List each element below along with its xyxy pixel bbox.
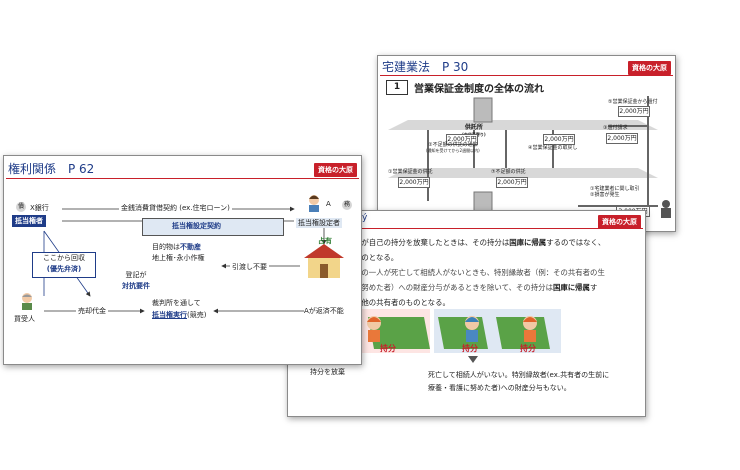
title-divider [380, 75, 673, 76]
court-text: 裁判所を通して 抵当権実行(競売) [152, 299, 207, 319]
mortgage-contract-text: 抵当権設定契約 [172, 222, 221, 230]
depository-building-icon [473, 97, 493, 123]
lower-platform [388, 168, 658, 178]
debtor-avatar [306, 194, 322, 212]
priority-box: ここから回収 (優先弁済) [32, 252, 96, 278]
slide-title: 権利関係 P 62 [8, 162, 95, 176]
buyer-label: 買受人 [14, 315, 35, 323]
flow3-label: ③還付請求 [603, 125, 628, 131]
debtor-label: A [326, 200, 331, 208]
slide-kenri: 権利関係 P 62 資格の大原 債 X銀行 抵当権者 金銭消費貸借契約 (ex.… [3, 155, 362, 365]
land-illustration [367, 316, 430, 349]
brand-logo: 資格の大原 [598, 215, 641, 229]
section-number: 1 [386, 80, 408, 95]
brand-logo: 資格の大原 [628, 61, 671, 75]
body-text: 人が自己の持分を放棄したときは、その持分は国庫に帰属するのではなく、 ものとなる… [354, 238, 606, 307]
land-illustration [438, 316, 550, 349]
flow2-label: ②不足額の供託の通知(通知を受けてから2週間以内) [426, 142, 480, 153]
down-arrow-icon [468, 356, 478, 363]
mortgage-contract-box [142, 218, 284, 236]
flow4-label: ④営業保証金の取戻し [528, 145, 578, 151]
slide-takken: 宅建業法 P 30 資格の大原 1 営業保証金制度の全体の流れ 供託所(本店最寄… [377, 55, 676, 232]
house-icon [304, 244, 344, 278]
caption-right: 死亡して相続人がいない。特別縁故者(ex.共有者の生前に 療養・看護に努めた者)… [428, 371, 610, 392]
share-label-right-2: 持分 [520, 344, 536, 353]
title-divider [290, 228, 643, 229]
flow4-amount: 2,000万円 [543, 134, 575, 145]
bank-badge: 債 [16, 202, 26, 212]
target-text: 目的物は不動産 地上権･永小作権 [152, 243, 205, 262]
brand-logo: 資格の大原 [314, 163, 357, 177]
depository-platform [388, 120, 658, 130]
illustration-left [354, 309, 430, 353]
caption-left: 持分を放棄 [310, 368, 345, 376]
sale-price-label: 売却代金 [76, 306, 108, 316]
mortgagee-label: 抵当権者 [12, 215, 46, 227]
flow2-amount: 2,000万円 [446, 134, 478, 145]
loan-contract-label: 金銭消費貸借契約 (ex.住宅ローン) [119, 203, 232, 213]
buyer-avatar [18, 292, 36, 310]
bank-label: X銀行 [30, 204, 49, 212]
registration-text: 登記が 対抗要件 [122, 271, 150, 290]
possession-label: 占有 [318, 237, 332, 245]
flow5-label: ⑤営業保証金から還付 [608, 99, 658, 105]
flow7-label: ⑦不足額の供託 [491, 169, 526, 175]
flow1-amount: 2,000万円 [398, 177, 430, 188]
slide-title: 宅建業法 P 30 [382, 60, 469, 74]
flow1-label: ①営業保証金の供託 [388, 169, 433, 175]
share-label-right-1: 持分 [462, 344, 478, 353]
mortgagor-label: 抵当権設定者 [296, 218, 342, 228]
debtor-mark: 務 [342, 200, 352, 210]
share-label-left: 持分 [380, 344, 396, 353]
section-title: 営業保証金制度の全体の流れ [414, 84, 544, 95]
person-icon [662, 200, 670, 208]
flow7-amount: 2,000万円 [496, 177, 528, 188]
illustration-right [434, 309, 561, 353]
no-delivery-label: 引渡し不要 [230, 262, 269, 272]
partial-title: ý [362, 213, 368, 223]
flow5-amount: 2,000万円 [618, 106, 650, 117]
title-divider [6, 178, 359, 179]
flow3-amount: 2,000万円 [606, 133, 638, 144]
default-label: Aが返済不能 [304, 307, 344, 315]
